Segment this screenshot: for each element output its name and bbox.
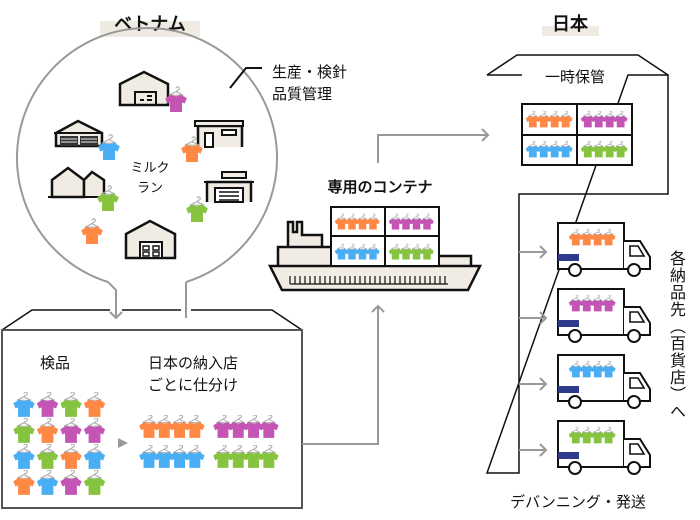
circle-caption-line2: 品質管理 (272, 85, 332, 103)
arrow-icon (481, 128, 490, 142)
japan-title: 日本 (542, 13, 599, 36)
ship-label: 専用のコンテナ (327, 178, 432, 196)
ship-to-japan-connector (377, 128, 490, 163)
factory-building-icon (204, 171, 254, 203)
sorting-label-line1: 日本の納入店 (148, 354, 238, 372)
t-shirt-on-hanger-icon (80, 218, 104, 245)
inspection-sorting-box: 検品 日本の納入店 ごとに仕分け (1, 309, 303, 509)
factory-building-icon (54, 119, 104, 148)
circle-to-box-connectors (107, 281, 187, 320)
container-ship-icon: 専用のコンテナ (267, 178, 483, 292)
box-to-ship-connector (302, 304, 385, 445)
inspection-label: 検品 (40, 354, 70, 372)
japan-title-bg (542, 26, 599, 36)
factory-building-icon (124, 219, 177, 260)
arrow-icon (539, 377, 548, 391)
factory-building-icon (48, 166, 108, 199)
caption-leader-line (229, 67, 262, 89)
factory-building-icon (118, 70, 170, 107)
storage-label: 一時保管 (545, 68, 605, 86)
ship-containers (330, 206, 440, 267)
circle-outline (16, 26, 278, 283)
arrow-icon (371, 304, 385, 313)
delivery-truck-icon (519, 420, 651, 475)
delivery-trucks (519, 222, 651, 475)
factory-building-icon (194, 120, 244, 148)
destination-label: 各納品先（百貨店）へ (667, 250, 686, 420)
storage-containers (521, 103, 633, 166)
japan-title-text: 日本 (552, 13, 588, 35)
japan-warehouse: 一時保管 デバンニング・発送 (485, 54, 669, 511)
t-shirt-on-hanger-icon (185, 196, 209, 223)
arrow-icon (118, 438, 128, 448)
arrow-icon (539, 245, 548, 259)
delivery-truck-icon (519, 354, 651, 409)
warehouse-outline (485, 74, 669, 474)
center-label-line2: ラン (137, 181, 163, 196)
devanning-label: デバンニング・発送 (510, 493, 646, 511)
arrow-icon (539, 443, 548, 457)
delivery-truck-icon (519, 288, 651, 343)
center-label-line1: ミルク (130, 161, 169, 176)
arrow-icon (109, 311, 123, 320)
circle-caption-line1: 生産・検針 (272, 63, 347, 81)
milk-run-circle: 生産・検針 品質管理 ミルク ラン (16, 26, 347, 283)
arrow-icon (539, 311, 548, 325)
delivery-truck-icon (519, 222, 651, 277)
sorting-label-line2: ごとに仕分け (148, 376, 238, 394)
